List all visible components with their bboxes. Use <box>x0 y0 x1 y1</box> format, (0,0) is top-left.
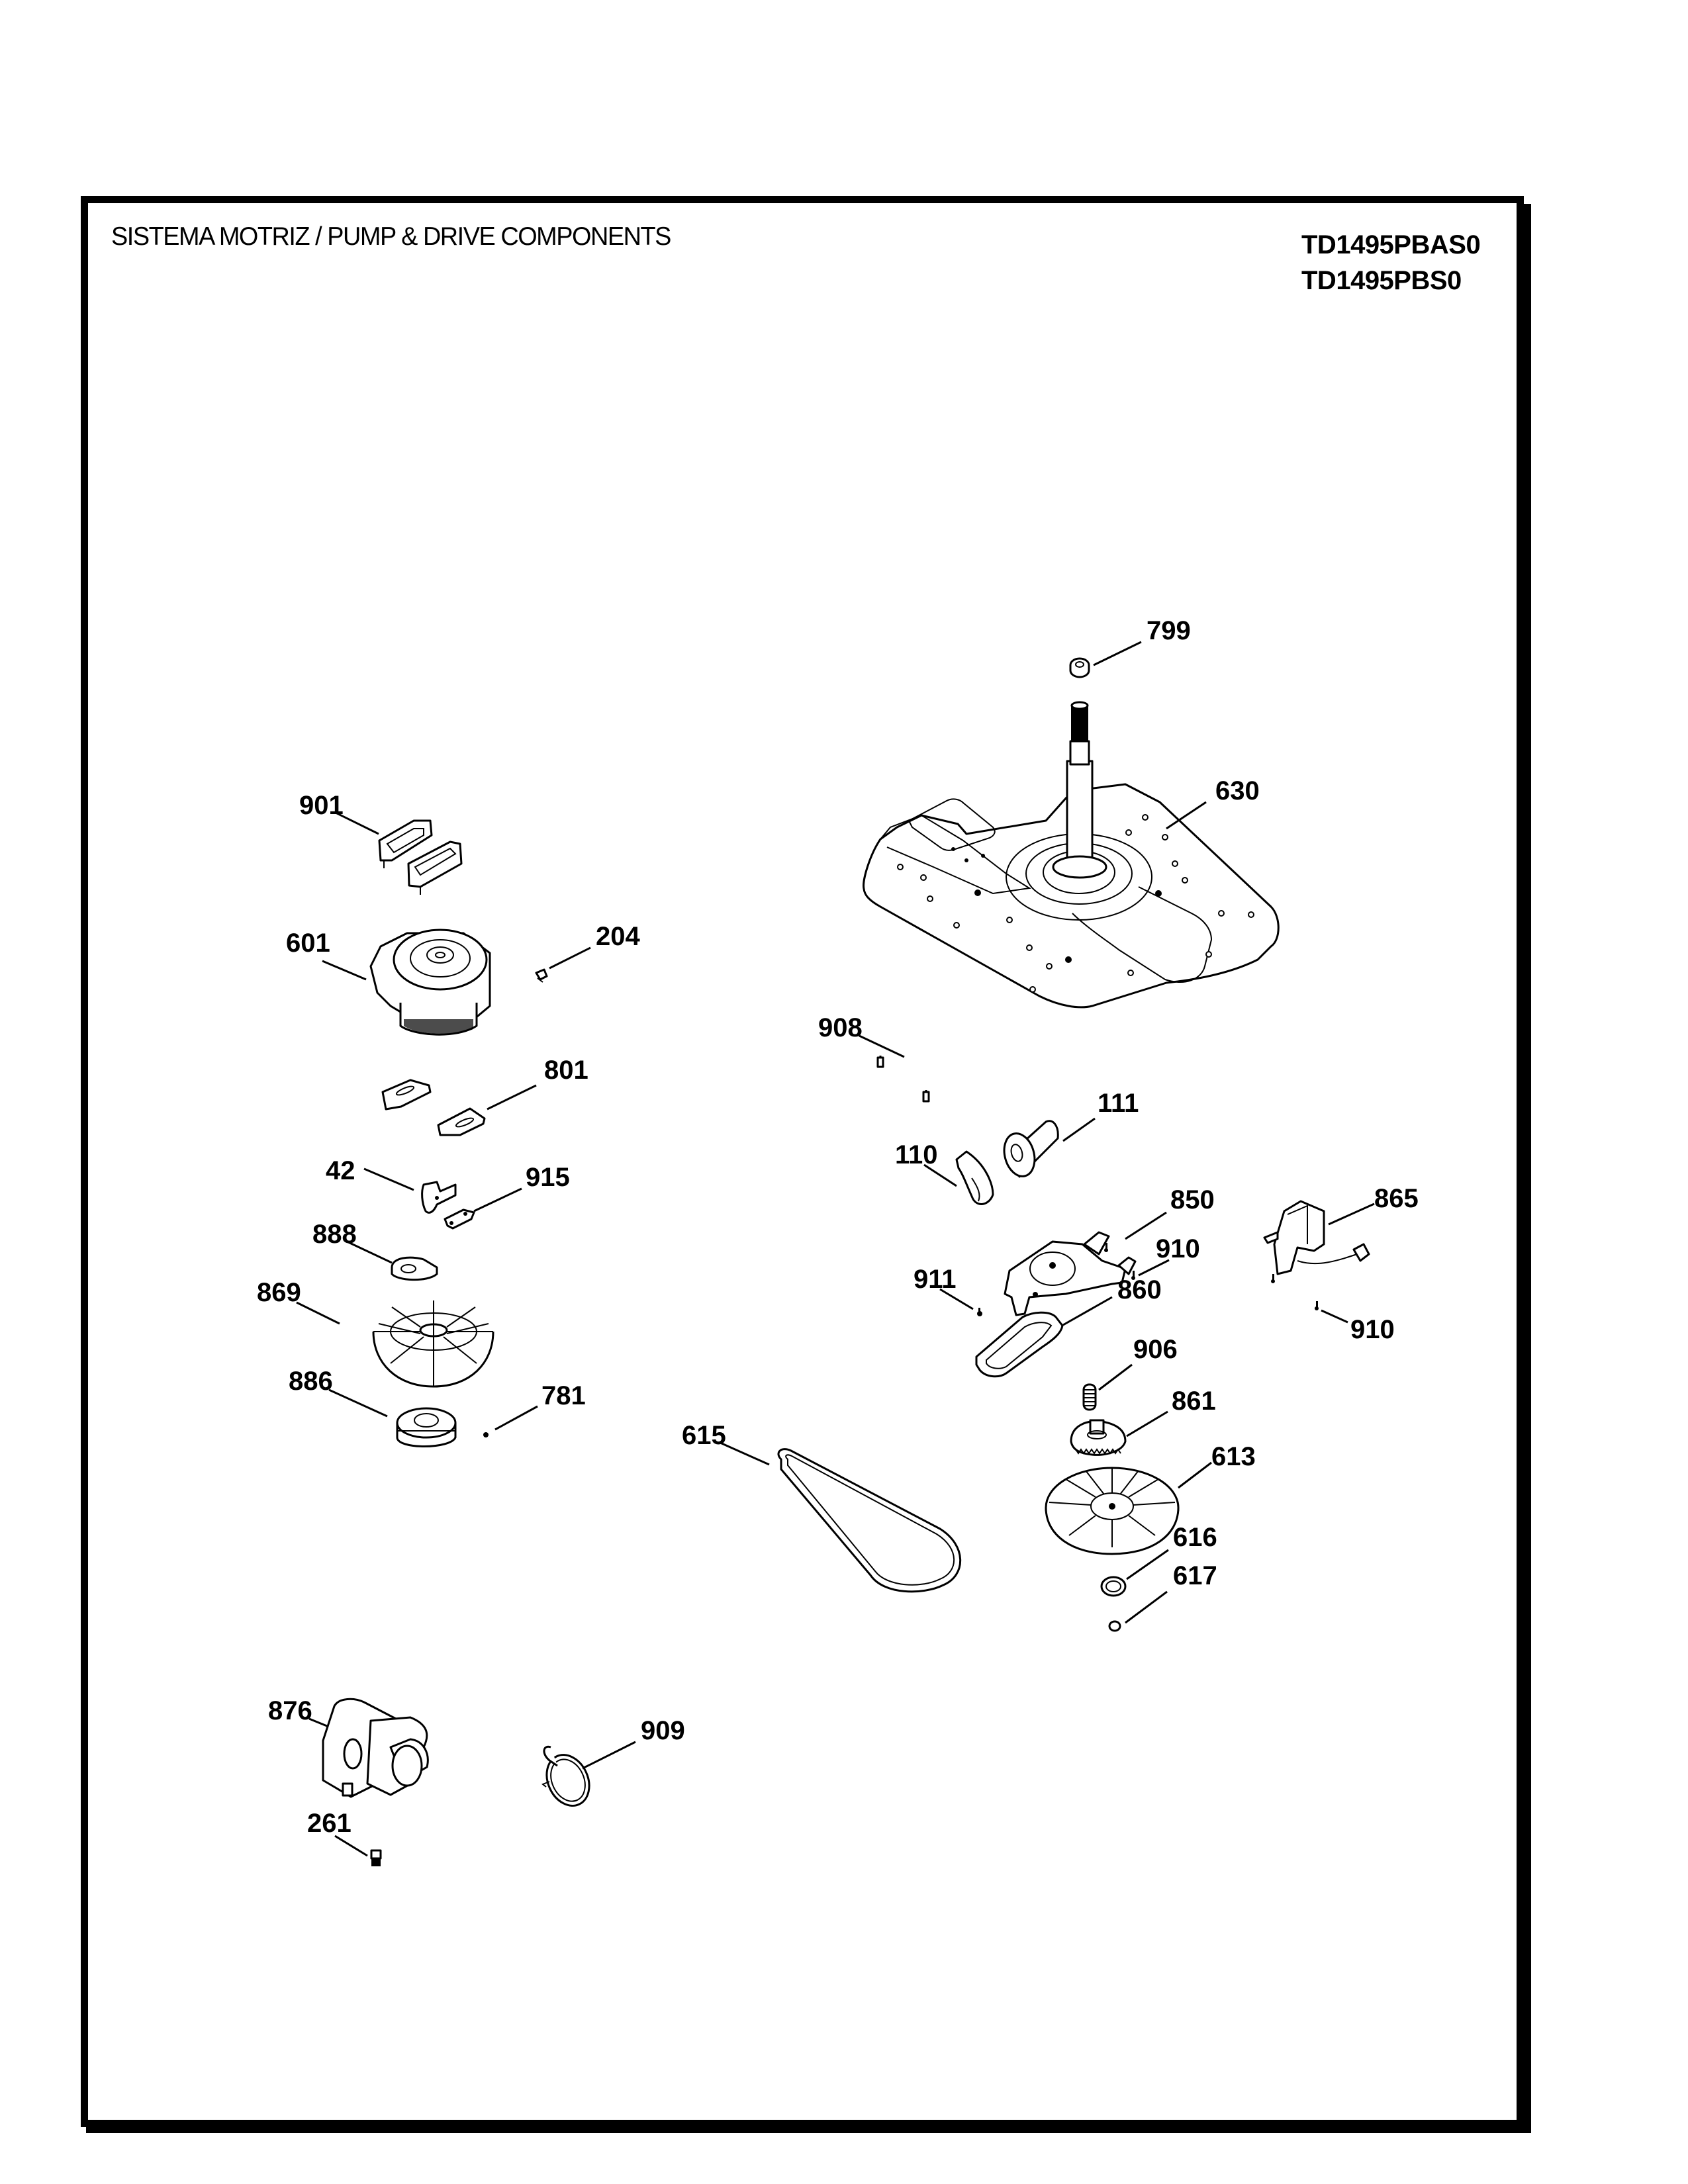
diagram-title: SISTEMA MOTRIZ / PUMP & DRIVE COMPONENTS <box>111 222 671 251</box>
leader-line <box>859 1034 905 1058</box>
leader-line <box>296 1301 340 1325</box>
part-799-nut-cap[interactable] <box>1069 657 1090 678</box>
callout-label: 615 <box>682 1421 726 1450</box>
leader-line <box>1126 1410 1168 1437</box>
callout-label: 901 <box>299 791 344 820</box>
part-860-clutch-cover[interactable] <box>975 1311 1064 1378</box>
callout-label: 915 <box>526 1163 570 1192</box>
callout-label: 906 <box>1133 1335 1178 1364</box>
part-111-capacitor[interactable] <box>1000 1120 1059 1180</box>
leader-line <box>494 1405 538 1431</box>
callout-label: 617 <box>1173 1561 1217 1590</box>
frame-shadow-right <box>1523 204 1531 2132</box>
callout-label: 850 <box>1170 1185 1215 1214</box>
callout-label: 110 <box>895 1140 938 1169</box>
callout-label: 876 <box>268 1696 312 1725</box>
part-911-screw[interactable] <box>977 1292 1038 1316</box>
callout-label: 865 <box>1374 1184 1419 1213</box>
callout-label: 261 <box>307 1809 352 1838</box>
callout-label: 869 <box>257 1278 301 1307</box>
leader-line <box>1166 801 1207 830</box>
part-615-drive-belt[interactable] <box>777 1448 962 1593</box>
leader-line <box>322 960 367 981</box>
leader-line <box>582 1741 636 1770</box>
callout-label: 42 <box>326 1156 355 1185</box>
callout-label: 781 <box>541 1381 586 1410</box>
leader-line <box>1328 1203 1375 1226</box>
part-888-washer[interactable] <box>391 1256 438 1281</box>
leader-line <box>346 1240 393 1264</box>
callout-label: 613 <box>1211 1442 1256 1471</box>
model-number: TD1495PBS0 <box>1301 266 1462 295</box>
part-915-link-plate[interactable] <box>444 1208 475 1230</box>
leader-line <box>328 1388 388 1418</box>
leader-line <box>923 1163 957 1187</box>
part-613-transmission-pulley[interactable] <box>1045 1467 1180 1555</box>
part-42-brush-holder[interactable] <box>421 1181 457 1214</box>
part-801-mount-plates[interactable] <box>381 1079 486 1136</box>
screw-icon <box>1104 1243 1108 1252</box>
leader-line <box>487 1084 537 1111</box>
part-876-drain-pump[interactable] <box>322 1698 429 1798</box>
leader-line <box>1321 1309 1348 1324</box>
part-850-clutch-bracket[interactable] <box>1004 1231 1137 1316</box>
part-908-clip-nut[interactable] <box>876 1056 930 1103</box>
callout-label: 910 <box>1156 1234 1200 1263</box>
callout-label: 861 <box>1172 1387 1216 1416</box>
part-910-screw[interactable] <box>1131 1271 1135 1280</box>
part-204-clip[interactable] <box>535 968 548 983</box>
leader-line <box>1093 641 1142 666</box>
leader-line <box>1126 1549 1169 1580</box>
part-910-screw[interactable] <box>1315 1301 1319 1310</box>
callout-label: 909 <box>641 1716 685 1745</box>
leader-line <box>1062 1296 1113 1326</box>
frame-shadow-bottom <box>86 2124 1531 2133</box>
part-901-motor-brackets[interactable] <box>378 819 463 895</box>
part-110-capacitor-strap[interactable] <box>955 1150 994 1205</box>
leader-line <box>1178 1461 1212 1489</box>
callout-label: 888 <box>312 1220 357 1249</box>
part-630-base-plate[interactable] <box>863 701 1280 1009</box>
leader-line <box>1125 1590 1168 1624</box>
part-781-set-screw[interactable] <box>483 1432 489 1437</box>
screw-icon <box>1271 1274 1275 1283</box>
part-601-drive-motor[interactable] <box>369 929 491 1036</box>
callout-label: 908 <box>818 1013 863 1042</box>
part-906-spring[interactable] <box>1082 1383 1097 1411</box>
model-number: TD1495PBAS0 <box>1301 230 1481 259</box>
leader-line <box>939 1288 974 1310</box>
callout-label: 799 <box>1147 616 1191 645</box>
callout-label: 111 <box>1098 1089 1139 1118</box>
leader-line <box>334 1835 368 1857</box>
callout-label: 601 <box>286 929 330 958</box>
callout-label: 630 <box>1215 776 1260 805</box>
part-617-nut[interactable] <box>1108 1620 1121 1632</box>
callout-label: 616 <box>1173 1523 1217 1552</box>
callout-label: 204 <box>596 922 640 951</box>
part-865-actuator[interactable] <box>1263 1200 1370 1275</box>
callout-label: 910 <box>1350 1315 1395 1344</box>
leader-line <box>1062 1117 1096 1142</box>
part-869-fan[interactable] <box>372 1300 494 1388</box>
leader-line <box>473 1187 522 1212</box>
leader-line <box>549 946 591 970</box>
callout-label: 860 <box>1117 1275 1162 1304</box>
callout-label: 886 <box>289 1367 333 1396</box>
callout-label: 801 <box>544 1056 588 1085</box>
leader-line <box>1138 1259 1170 1277</box>
leader-line <box>363 1167 414 1191</box>
callout-label: 911 <box>914 1265 957 1294</box>
part-616-washer[interactable] <box>1100 1576 1127 1597</box>
leader-line <box>1125 1211 1167 1240</box>
page-frame <box>81 196 1524 2127</box>
part-861-clutch-gear[interactable] <box>1070 1419 1127 1456</box>
part-886-motor-pulley[interactable] <box>396 1407 457 1447</box>
leader-line <box>335 811 379 835</box>
leader-line <box>1098 1363 1133 1391</box>
leader-line <box>720 1441 770 1466</box>
part-261-screw[interactable] <box>370 1849 382 1866</box>
part-909-hose-clamp[interactable] <box>539 1745 597 1813</box>
